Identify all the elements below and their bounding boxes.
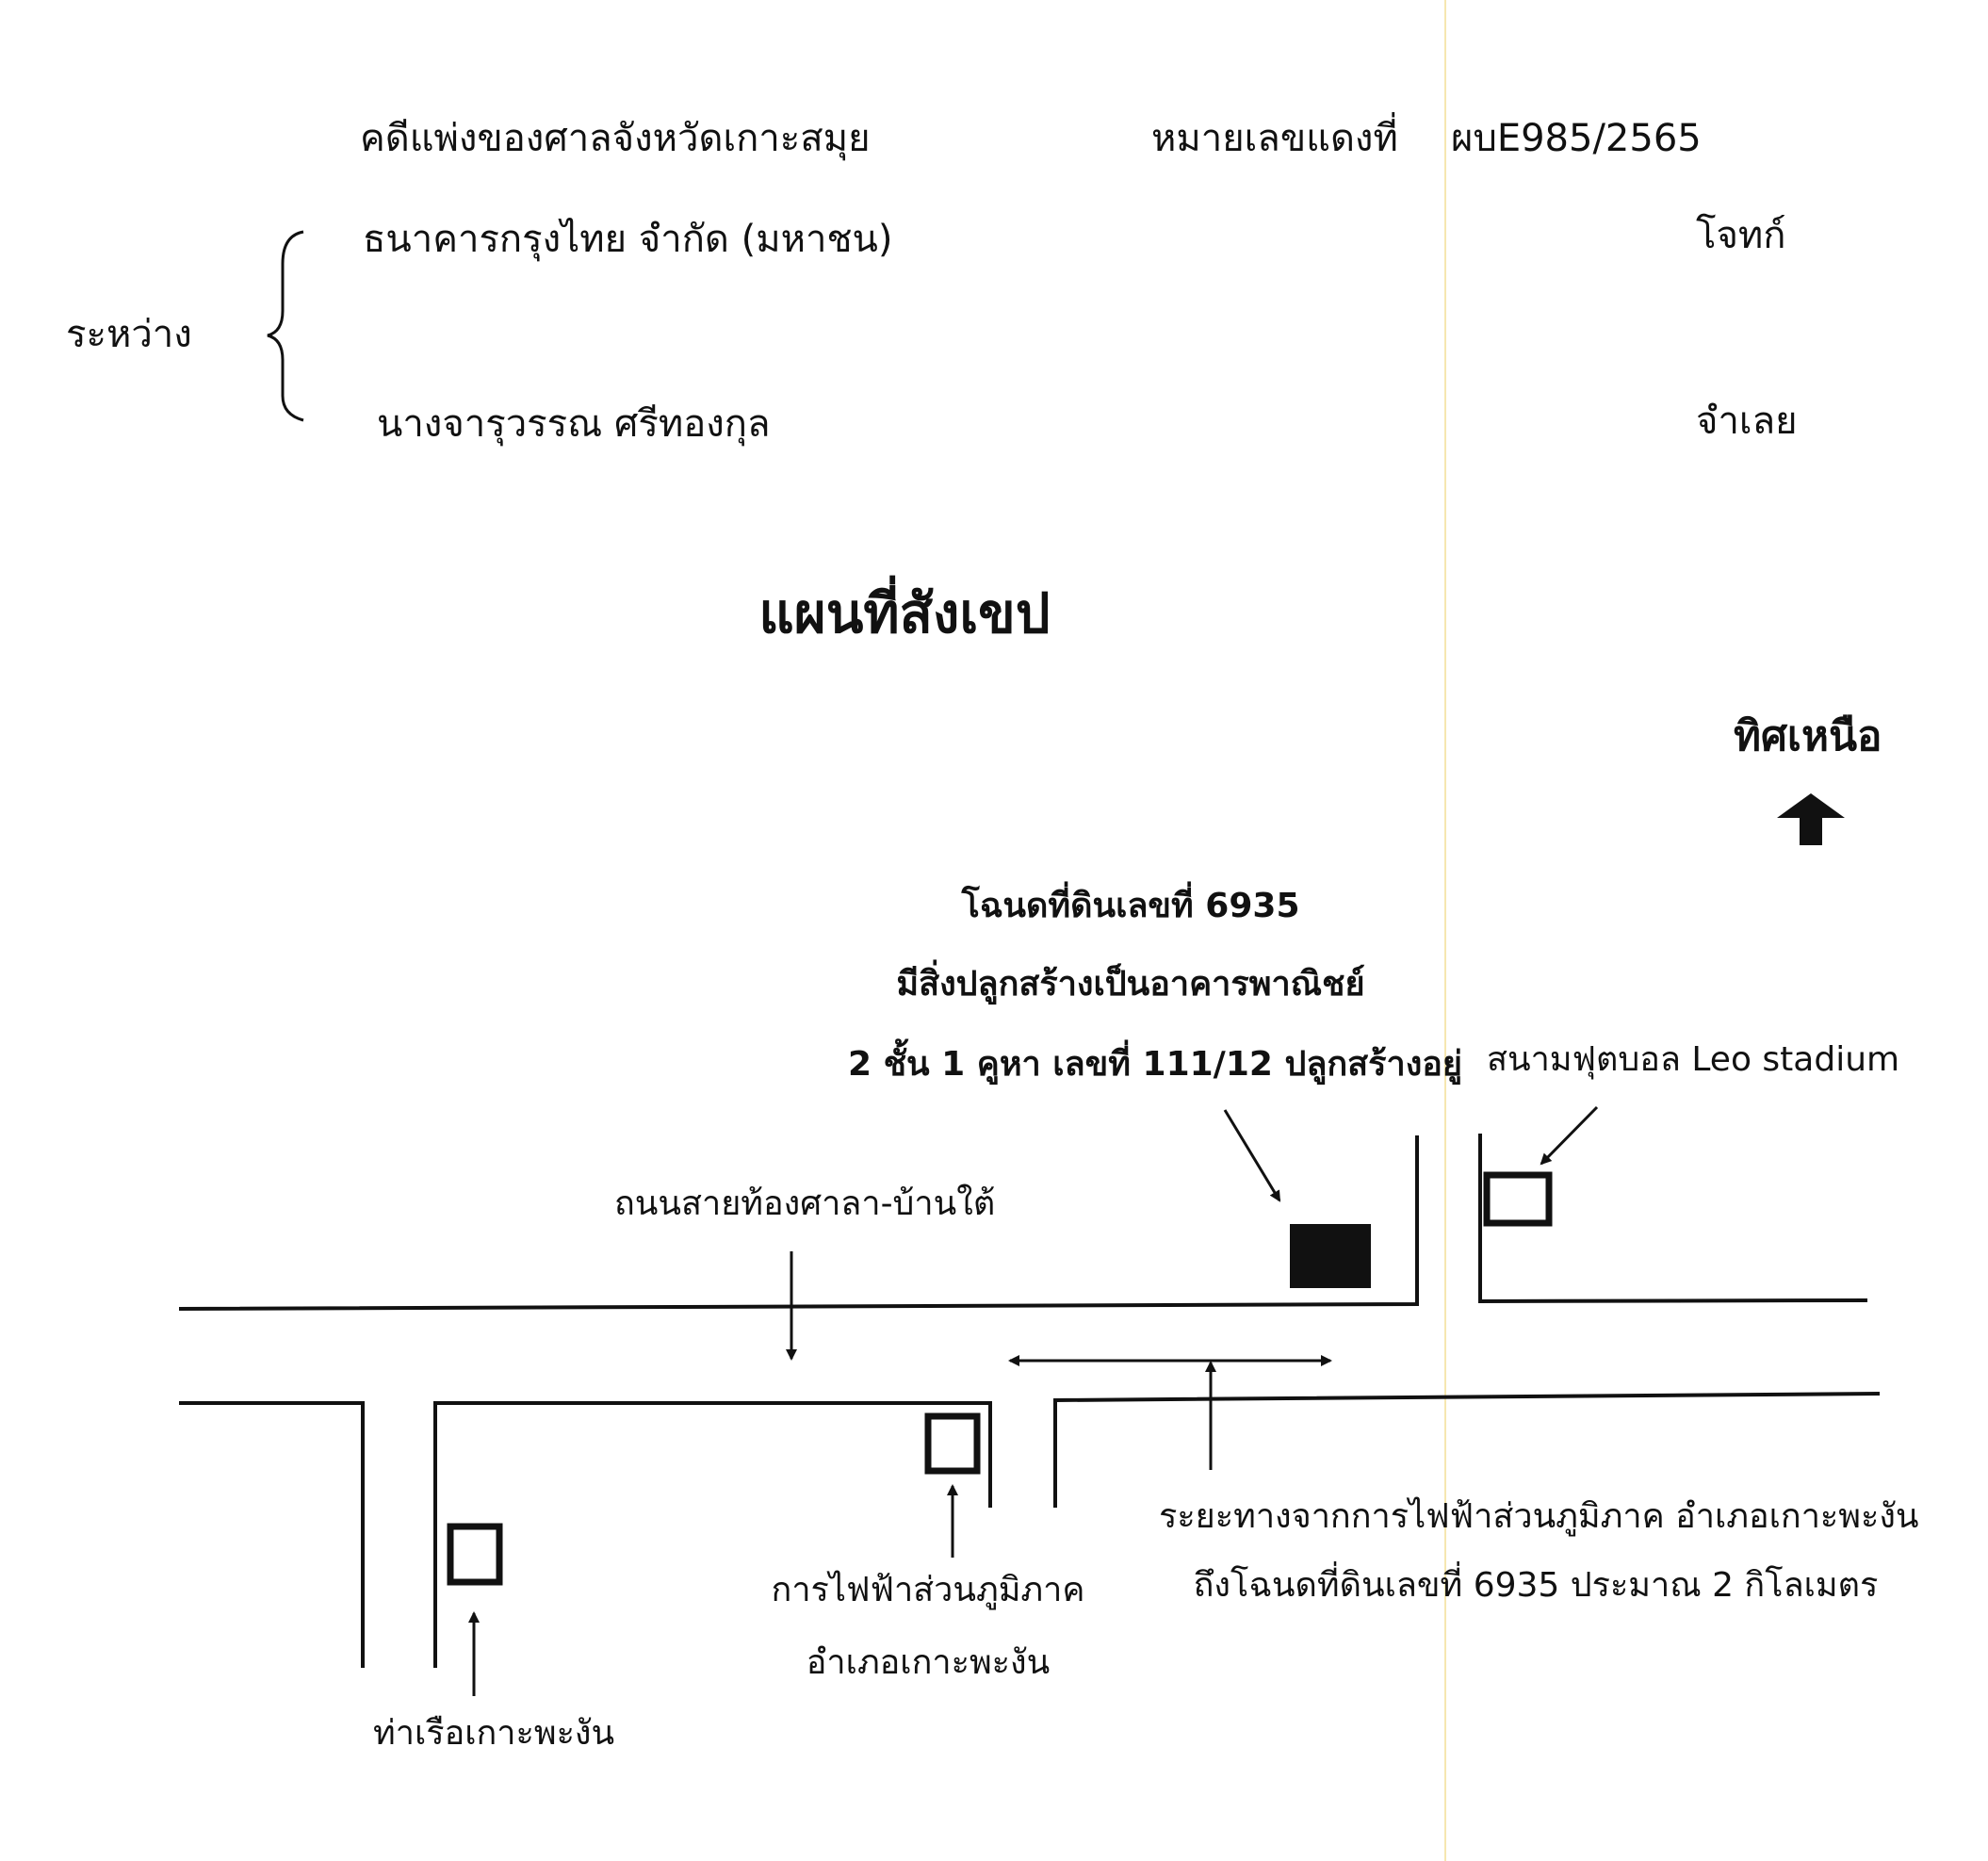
court-case-title: คดีแพ่งของศาลจังหวัดเกาะสมุย xyxy=(360,117,871,160)
red-number-label: หมายเลขแดงที่ xyxy=(1151,117,1398,160)
pea-office-icon xyxy=(924,1412,981,1475)
deed-line-1: โฉนดที่ดินเลขที่ 6935 xyxy=(961,887,1300,925)
road-label: ถนนสายท้องศาลา-บ้านใต้ xyxy=(614,1184,996,1223)
stadium-label: สนามฟุตบอล Leo stadium xyxy=(1487,1040,1900,1079)
between-label: ระหว่าง xyxy=(66,313,192,356)
deed-line-3: 2 ชั้น 1 คูหา เลขที่ 111/12 ปลูกสร้างอยู… xyxy=(848,1045,1462,1084)
red-number: ผบE985/2565 xyxy=(1451,117,1702,160)
stadium-icon xyxy=(1483,1171,1553,1227)
distance-line-1: ระยะทางจากการไฟฟ้าส่วนภูมิภาค อำเภอเกาะพ… xyxy=(1159,1497,1919,1536)
stadium-arrow xyxy=(1540,1105,1599,1166)
distance-line-2: ถึงโฉนดที่ดินเลขที่ 6935 ประมาณ 2 กิโลเม… xyxy=(1193,1566,1879,1605)
road-lines xyxy=(178,1134,1881,1668)
plaintiff-name: ธนาคารกรุงไทย จำกัด (มหาชน) xyxy=(363,218,893,261)
defendant-name: นางจารุวรรณ ศรีทองกุล xyxy=(377,402,771,446)
pier-label: ท่าเรือเกาะพะงัน xyxy=(373,1714,615,1753)
defendant-role: จำเลย xyxy=(1696,400,1798,443)
deed-arrow xyxy=(1223,1109,1281,1202)
brace xyxy=(267,230,304,422)
page-fold-line xyxy=(1444,0,1446,1861)
pea-label-line-1: การไฟฟ้าส่วนภูมิภาค xyxy=(771,1571,1085,1609)
plaintiff-role: โจทก์ xyxy=(1696,214,1786,257)
north-label: ทิศเหนือ xyxy=(1734,712,1882,760)
pea-label-line-2: อำเภอเกาะพะงัน xyxy=(806,1643,1051,1682)
deed-line-2: มีสิ่งปลูกสร้างเป็นอาคารพาณิชย์ xyxy=(896,965,1365,1004)
subject-building-icon xyxy=(1290,1224,1371,1288)
north-arrow-icon xyxy=(1777,793,1845,845)
pier-icon xyxy=(447,1523,503,1586)
map-title: แผนที่สังเขป xyxy=(758,581,1051,645)
